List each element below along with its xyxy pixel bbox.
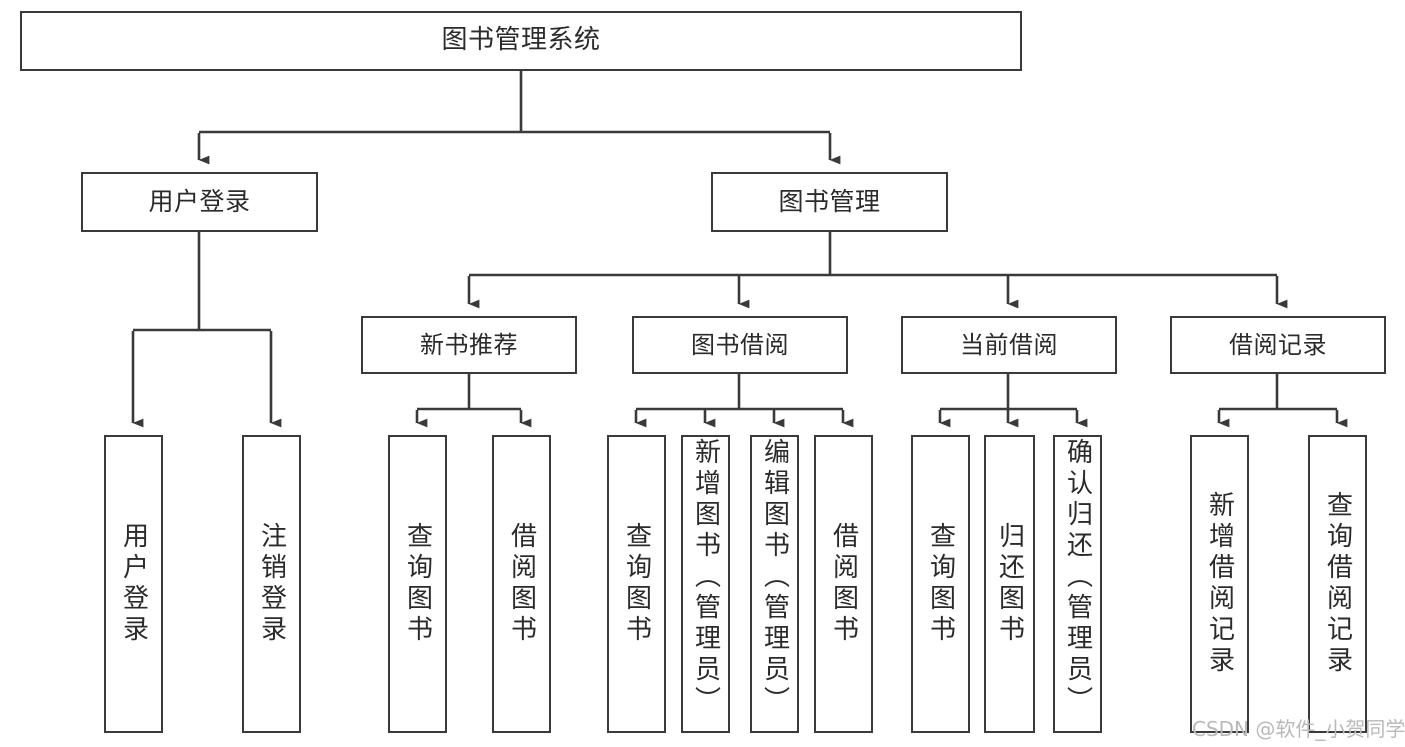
leaf-borrow-record-query[interactable]: 查询借阅记录 bbox=[1308, 435, 1367, 733]
leaf-label-new-book-query: 查询图书 bbox=[402, 522, 433, 646]
node-new-book-recommend[interactable]: 新书推荐 bbox=[361, 316, 577, 374]
node-label-book-borrow: 图书借阅 bbox=[691, 330, 789, 359]
leaf-book-borrow-edit[interactable]: 编辑图书（管理员） bbox=[750, 435, 799, 733]
node-label-borrow-record: 借阅记录 bbox=[1229, 330, 1327, 359]
node-user-login[interactable]: 用户登录 bbox=[81, 172, 318, 232]
leaf-new-book-query[interactable]: 查询图书 bbox=[388, 435, 447, 733]
node-current-borrow[interactable]: 当前借阅 bbox=[901, 316, 1117, 374]
leaf-new-book-borrow[interactable]: 借阅图书 bbox=[492, 435, 551, 733]
leaf-current-borrow-confirm[interactable]: 确认归还（管理员） bbox=[1053, 435, 1102, 733]
leaf-label-current-borrow-confirm: 确认归还（管理员） bbox=[1062, 438, 1093, 717]
node-root-book-management-system[interactable]: 图书管理系统 bbox=[20, 11, 1022, 71]
leaf-label-new-book-borrow: 借阅图书 bbox=[506, 522, 537, 646]
leaf-current-borrow-return[interactable]: 归还图书 bbox=[984, 435, 1035, 733]
leaf-label-book-borrow-query: 查询图书 bbox=[621, 522, 652, 646]
leaf-label-book-borrow-borrow: 借阅图书 bbox=[828, 522, 859, 646]
node-label-book-management: 图书管理 bbox=[778, 187, 881, 216]
leaf-user-login-login[interactable]: 用户登录 bbox=[104, 435, 163, 733]
leaf-label-user-login-login: 用户登录 bbox=[118, 522, 149, 646]
node-label-new-book-recommend: 新书推荐 bbox=[420, 330, 518, 359]
csdn-watermark: CSDN @软件_小贺同学 bbox=[1192, 717, 1405, 741]
leaf-label-borrow-record-query: 查询借阅记录 bbox=[1322, 491, 1353, 677]
node-label-root: 图书管理系统 bbox=[441, 25, 601, 56]
leaf-label-borrow-record-add: 新增借阅记录 bbox=[1204, 491, 1235, 677]
leaf-current-borrow-query[interactable]: 查询图书 bbox=[911, 435, 970, 733]
node-label-user-login: 用户登录 bbox=[148, 187, 251, 216]
leaf-label-book-borrow-add: 新增图书（管理员） bbox=[690, 438, 721, 717]
leaf-label-current-borrow-return: 归还图书 bbox=[994, 522, 1025, 646]
node-book-management[interactable]: 图书管理 bbox=[711, 172, 948, 232]
node-borrow-record[interactable]: 借阅记录 bbox=[1170, 316, 1386, 374]
node-label-current-borrow: 当前借阅 bbox=[960, 330, 1058, 359]
leaf-label-book-borrow-edit: 编辑图书（管理员） bbox=[759, 438, 790, 717]
leaf-book-borrow-borrow[interactable]: 借阅图书 bbox=[814, 435, 873, 733]
leaf-book-borrow-query[interactable]: 查询图书 bbox=[607, 435, 666, 733]
leaf-user-login-logout[interactable]: 注销登录 bbox=[242, 435, 301, 733]
node-book-borrow[interactable]: 图书借阅 bbox=[632, 316, 848, 374]
leaf-label-user-login-logout: 注销登录 bbox=[256, 522, 287, 646]
leaf-book-borrow-add[interactable]: 新增图书（管理员） bbox=[681, 435, 730, 733]
leaf-borrow-record-add[interactable]: 新增借阅记录 bbox=[1190, 435, 1249, 733]
leaf-label-current-borrow-query: 查询图书 bbox=[925, 522, 956, 646]
